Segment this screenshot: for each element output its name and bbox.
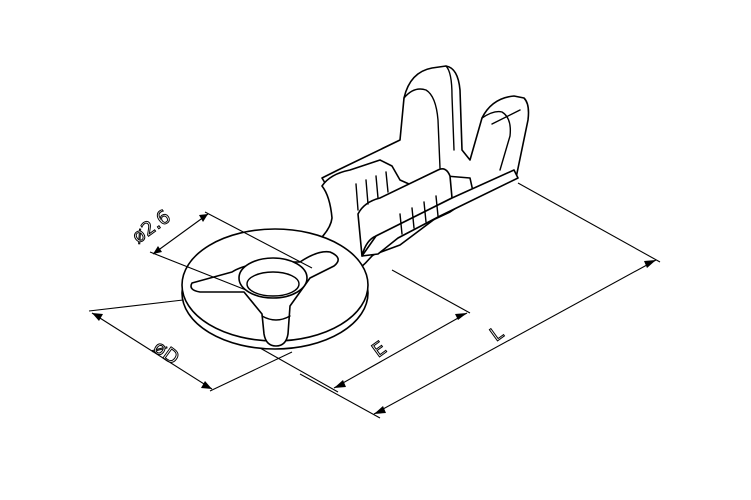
serration-front-3	[423, 201, 427, 223]
hole-diameter-label: ø2.6	[128, 206, 175, 248]
serration-rear-4	[385, 171, 389, 193]
ear-inner-edge-2	[481, 110, 512, 171]
serration-front-2	[411, 207, 415, 229]
serration-rear-2	[365, 179, 369, 205]
serration-front-4	[435, 195, 439, 217]
ear-fold-line-2	[491, 109, 521, 125]
terminal-body	[181, 65, 530, 350]
ear-fold-line	[445, 65, 455, 151]
serration-rear-1	[355, 183, 359, 211]
stud-hole	[238, 257, 308, 299]
stud-hole-inner	[246, 271, 300, 297]
ring-diameter-label: øD	[149, 336, 183, 369]
serration-rear-3	[375, 175, 379, 199]
ear-inner-edge	[403, 88, 441, 169]
slot-edge	[261, 315, 291, 321]
barrel-front-wall	[357, 168, 453, 257]
serration-front-1	[399, 213, 403, 235]
